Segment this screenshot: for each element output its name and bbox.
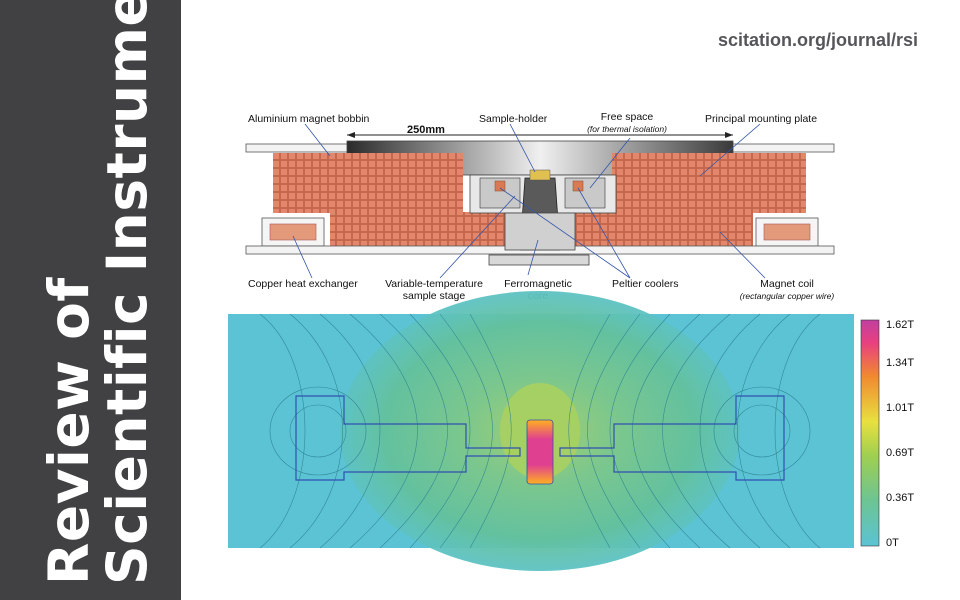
colorbar-label-3: 1.01T <box>886 402 915 414</box>
field-lines <box>259 313 821 549</box>
label-peltier: Peltier coolers <box>612 278 679 290</box>
colorbar-label-2: 1.34T <box>886 357 915 369</box>
colorbar-label-6: 0T <box>886 537 899 549</box>
magnet-coil-left <box>273 153 463 213</box>
label-sample-stage: Variable-temperature sample stage <box>385 278 483 302</box>
label-coil: Magnet coil (rectangular copper wire) <box>737 278 837 302</box>
label-mounting-plate: Principal mounting plate <box>705 113 818 125</box>
geometry-outline <box>295 395 785 481</box>
peltier-cooler-right <box>572 180 584 192</box>
peltier-cooler-left <box>494 180 506 192</box>
colorbar-label-1: 1.62T <box>886 319 915 331</box>
free-space-title: Free space <box>600 111 654 123</box>
coil-note: (rectangular copper wire) <box>739 291 835 301</box>
coil-title: Magnet coil <box>760 278 814 290</box>
sample-holder <box>529 169 551 181</box>
variable-temperature-sample-stage <box>488 254 590 266</box>
colorbar <box>860 319 880 547</box>
label-dimension: 250mm <box>407 124 445 136</box>
core-field-hotspot <box>526 419 554 485</box>
journal-url[interactable]: scitation.org/journal/rsi <box>717 30 918 50</box>
magnet-coil-right <box>612 153 806 213</box>
colorbar-label-4: 0.69T <box>886 447 915 459</box>
label-heat-exchanger: Copper heat exchanger <box>248 278 358 290</box>
free-space-note: (for thermal isolation) <box>587 124 667 134</box>
label-free-space: Free space (for thermal isolation) <box>577 111 677 135</box>
label-bobbin: Aluminium magnet bobbin <box>248 113 370 125</box>
colorbar-label-5: 0.36T <box>886 492 915 504</box>
journal-sidebar: Review of Scientific Instruments <box>0 0 181 600</box>
label-sample-holder: Sample-holder <box>479 113 548 125</box>
